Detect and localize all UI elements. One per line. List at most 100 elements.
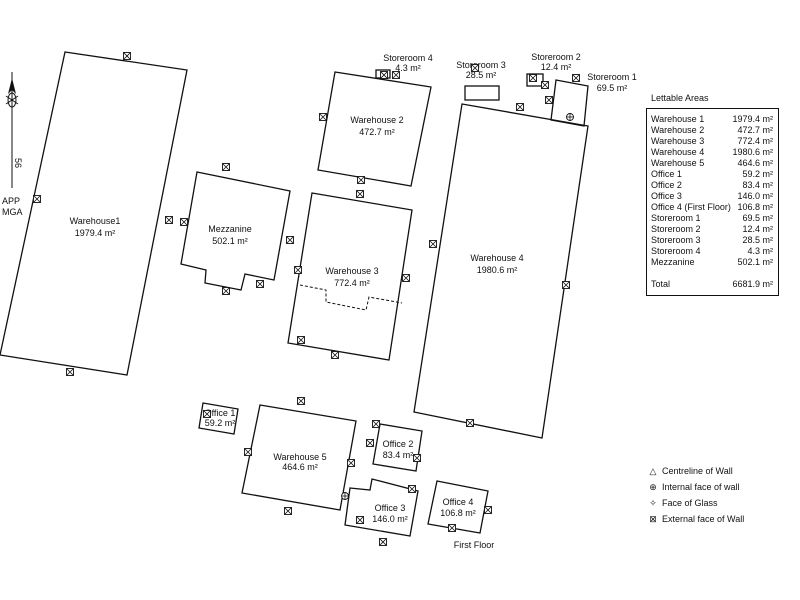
lettable-areas-title: Lettable Areas: [651, 93, 709, 103]
lettable-area-name: Office 2: [651, 180, 682, 190]
lettable-area-value: 28.5 m²: [742, 235, 773, 245]
external-wall-marker-icon: [297, 336, 305, 344]
warehouse1-outline: [0, 51, 188, 376]
lettable-area-row: Mezzanine 502.1 m²: [651, 257, 779, 268]
external-wall-marker-icon: [429, 240, 437, 248]
legend-label: External face of Wall: [662, 514, 745, 524]
warehouse5-outline: [241, 404, 357, 511]
storeroom4-name: Storeroom 4: [383, 53, 433, 63]
legend-item: ⊕Internal face of wall: [649, 481, 739, 493]
office4-name: Office 4: [443, 497, 474, 507]
diamond-cross-icon: ✧: [649, 498, 657, 508]
lettable-area-name: Office 1: [651, 169, 682, 179]
lettable-area-name: Warehouse 1: [651, 114, 705, 124]
external-wall-marker-icon: [392, 71, 400, 79]
warehouse3-area: 772.4 m²: [334, 278, 370, 288]
office2-name: Office 2: [383, 439, 414, 449]
mezzanine-name: Mezzanine: [208, 224, 252, 234]
external-wall-marker-icon: [297, 397, 305, 405]
external-wall-marker-icon: [222, 287, 230, 295]
lettable-area-value: 772.4 m²: [737, 136, 773, 146]
mezzanine-area: 502.1 m²: [212, 236, 248, 246]
lettable-area-name: Office 3: [651, 191, 682, 201]
external-wall-marker-icon: [286, 236, 294, 244]
warehouse4-outline: [413, 103, 589, 439]
external-wall-marker-icon: [123, 52, 131, 60]
lettable-area-name: Storeroom 1: [651, 213, 701, 223]
office3-area: 146.0 m²: [372, 514, 408, 524]
lettable-area-value: 1979.4 m²: [732, 114, 773, 124]
north-datum: MGA: [2, 207, 23, 217]
lettable-area-name: Warehouse 4: [651, 147, 705, 157]
external-wall-marker-icon: [484, 506, 492, 514]
storeroom2-outline: [526, 73, 544, 87]
lettable-area-value: 472.7 m²: [737, 125, 773, 135]
warehouse2-name: Warehouse 2: [350, 115, 403, 125]
external-wall-marker-icon: [572, 74, 580, 82]
lettable-area-value: 4.3 m²: [747, 246, 773, 256]
lettable-area-value: 69.5 m²: [742, 213, 773, 223]
lettable-area-name: Warehouse 2: [651, 125, 705, 135]
storeroom2-name: Storeroom 2: [531, 52, 581, 62]
external-wall-marker-icon: [366, 439, 374, 447]
storeroom2-area: 12.4 m²: [541, 62, 572, 72]
external-wall-marker-icon: [379, 538, 387, 546]
warehouse2-outline: [317, 71, 432, 187]
external-wall-marker-icon: [165, 216, 173, 224]
warehouse3-outline: [287, 192, 413, 361]
lettable-area-value: 12.4 m²: [742, 224, 773, 234]
north-bearing: 56: [13, 158, 23, 168]
warehouse1-name: Warehouse1: [70, 216, 121, 226]
external-wall-marker-icon: [356, 516, 364, 524]
external-wall-marker-icon: [408, 485, 416, 493]
lettable-area-row: Storeroom 4 4.3 m²: [651, 246, 779, 257]
lettable-area-name: Mezzanine: [651, 257, 695, 267]
lettable-area-row: Warehouse 3 772.4 m²: [651, 136, 779, 147]
lettable-area-total-label: Total: [651, 279, 671, 289]
office1-outline: [198, 402, 239, 435]
external-wall-marker-icon: [529, 74, 537, 82]
external-wall-marker-icon: [33, 195, 41, 203]
lettable-area-row: Warehouse 2 472.7 m²: [651, 125, 779, 136]
legend-item: △ Centreline of Wall: [650, 465, 733, 477]
external-wall-marker-icon: [256, 280, 264, 288]
storeroom1-area: 69.5 m²: [597, 83, 628, 93]
warehouse2-area: 472.7 m²: [359, 127, 395, 137]
lettable-area-name: Office 4 (First Floor): [651, 202, 731, 212]
lettable-area-value: 502.1 m²: [737, 257, 773, 267]
warehouse3-name: Warehouse 3: [325, 266, 378, 276]
office1-name: Office 1: [205, 408, 236, 418]
external-wall-marker-icon: [180, 218, 188, 226]
office1-area: 59.2 m²: [205, 418, 236, 428]
triangle-icon: △: [649, 466, 657, 476]
storeroom3-area: 28.5 m²: [466, 70, 497, 80]
warehouse1-area: 1979.4 m²: [75, 228, 116, 238]
office3-name: Office 3: [375, 503, 406, 513]
external-wall-marker-icon: [516, 103, 524, 111]
external-wall-marker-icon: [294, 266, 302, 274]
lettable-area-total-value: 6681.9 m²: [732, 279, 773, 289]
external-wall-marker-icon: [244, 448, 252, 456]
legend-label: Centreline of Wall: [662, 466, 733, 476]
external-wall-marker-icon: [356, 190, 364, 198]
office4-area: 106.8 m²: [440, 508, 476, 518]
external-wall-marker-icon: [413, 454, 421, 462]
external-wall-marker-icon: [380, 71, 388, 79]
warehouse3-divider: [299, 284, 403, 311]
lettable-area-name: Storeroom 4: [651, 246, 701, 256]
external-wall-marker-icon: [331, 351, 339, 359]
lettable-area-name: Warehouse 3: [651, 136, 705, 146]
office2-area: 83.4 m²: [383, 450, 414, 460]
office2-outline: [372, 423, 423, 472]
external-wall-marker-icon: [284, 507, 292, 515]
legend-item: ✧Face of Glass: [649, 497, 717, 509]
north-arrow-icon: [5, 72, 19, 188]
north-ref: APP: [2, 196, 20, 206]
storeroom3-outline: [464, 85, 500, 101]
lettable-areas-table: [646, 108, 779, 296]
